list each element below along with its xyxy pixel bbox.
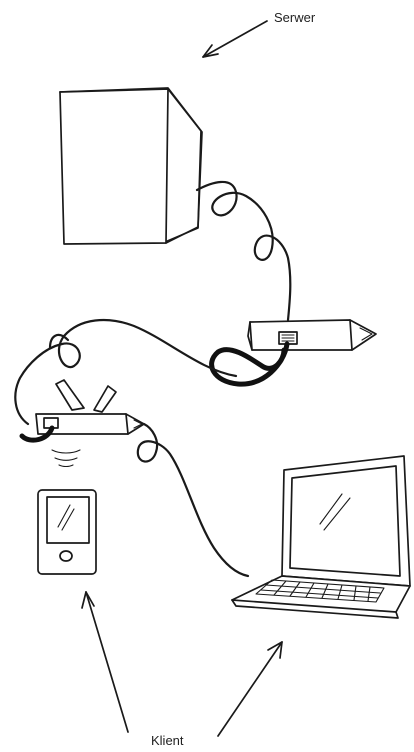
server-label: Serwer [274, 10, 316, 25]
cable-router-to-laptop [136, 422, 250, 578]
router-left [19, 379, 145, 468]
client-label: Klient [151, 733, 184, 748]
cable-router-to-router [14, 319, 238, 426]
laptop-keyboard [255, 579, 385, 603]
router-right [247, 319, 377, 351]
arrow-to-pda [81, 591, 129, 733]
cable-server-to-router [195, 180, 292, 322]
wireless-signal-icon [51, 449, 81, 468]
cable-plug-bundle [209, 341, 290, 387]
antenna-right [93, 385, 117, 413]
arrow-to-server [202, 20, 268, 58]
laptop [231, 455, 411, 619]
pda-button [59, 550, 73, 562]
server-front-face [59, 88, 169, 245]
laptop-screen [289, 465, 401, 577]
server-edge [165, 88, 202, 244]
arrow-to-laptop [217, 641, 283, 737]
pda-device [37, 489, 97, 575]
antenna-left [55, 379, 85, 411]
server-box [59, 87, 203, 245]
